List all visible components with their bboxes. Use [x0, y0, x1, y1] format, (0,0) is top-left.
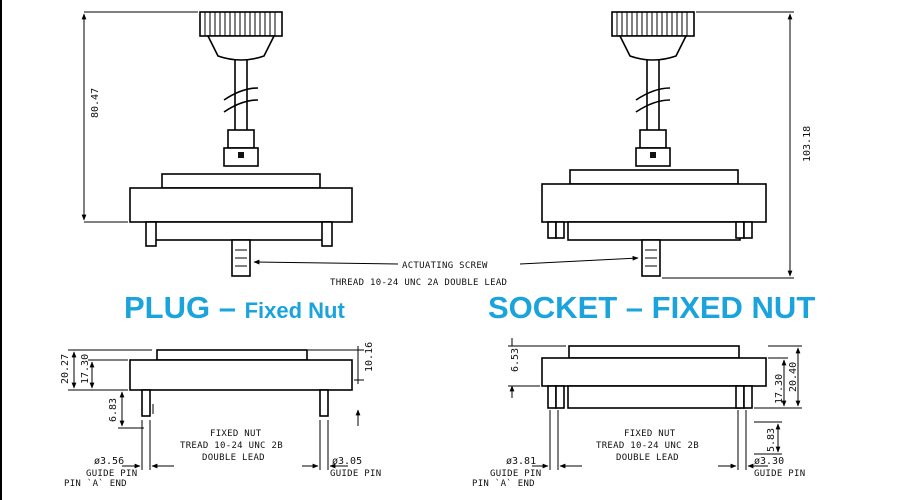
plug-title-main: PLUG –	[124, 290, 236, 325]
plug-guide-pin-left-label: GUIDE PIN	[86, 469, 137, 479]
plug-note-line-2: TREAD 10-24 UNC 2B	[180, 441, 283, 451]
plug-top-view: 80.47	[81, 11, 353, 277]
plug-body-dimension: 17.30	[80, 354, 91, 384]
socket-pin-a-end-label: PIN `A` END	[472, 478, 535, 489]
socket-note-line-1: FIXED NUT	[624, 429, 676, 439]
socket-note-line-2: TREAD 10-24 UNC 2B	[596, 441, 699, 451]
plug-title: PLUG – Fixed Nut	[124, 290, 345, 326]
socket-guide-pin-left-label: GUIDE PIN	[490, 469, 541, 479]
actuating-screw-label: ACTUATING SCREW	[402, 261, 488, 271]
socket-note-line-3: DOUBLE LEAD	[616, 453, 679, 463]
socket-pin-dimension: 5.83	[766, 428, 777, 452]
socket-top-view: 103.18	[541, 11, 813, 279]
plug-bottom-view: 20.27 17.30 6.83 10.16 ø3.56 GUIDE PIN P…	[60, 342, 381, 489]
socket-bottom-view: 6.53 17.30 20.40 5.83 ø3.81 GUIDE PIN PI…	[472, 338, 805, 489]
socket-knob	[611, 11, 695, 61]
plug-top-right-dimension: 10.16	[364, 342, 375, 372]
socket-body-dimension: 17.30	[774, 374, 785, 404]
plug-guide-right-dimension: ø3.05	[332, 456, 362, 467]
socket-title: SOCKET – FIXED NUT	[488, 290, 816, 325]
plug-note-line-1: FIXED NUT	[210, 429, 262, 439]
actuating-screw-thread: THREAD 10-24 UNC 2A DOUBLE LEAD	[330, 278, 507, 288]
socket-overall-dimension: 20.40	[788, 362, 799, 392]
plug-pin-a-end-label: PIN `A` END	[64, 478, 127, 489]
plug-guide-pin-right-label: GUIDE PIN	[330, 469, 381, 479]
plug-knob	[199, 11, 283, 61]
actuating-screw-callout: ACTUATING SCREW THREAD 10-24 UNC 2A DOUB…	[253, 255, 639, 288]
plug-height-dimension: 80.47	[90, 88, 101, 118]
plug-guide-left-dimension: ø3.56	[94, 456, 124, 467]
socket-top-left-dimension: 6.53	[510, 348, 521, 372]
socket-guide-left-dimension: ø3.81	[506, 456, 536, 467]
socket-guide-right-dimension: ø3.30	[754, 456, 784, 467]
plug-overall-dimension: 20.27	[60, 354, 71, 384]
plug-title-sub: Fixed Nut	[244, 298, 345, 323]
socket-height-dimension: 103.18	[802, 126, 813, 162]
socket-guide-pin-right-label: GUIDE PIN	[754, 469, 805, 479]
plug-note-line-3: DOUBLE LEAD	[202, 453, 265, 463]
plug-pin-dimension: 6.83	[108, 398, 119, 422]
